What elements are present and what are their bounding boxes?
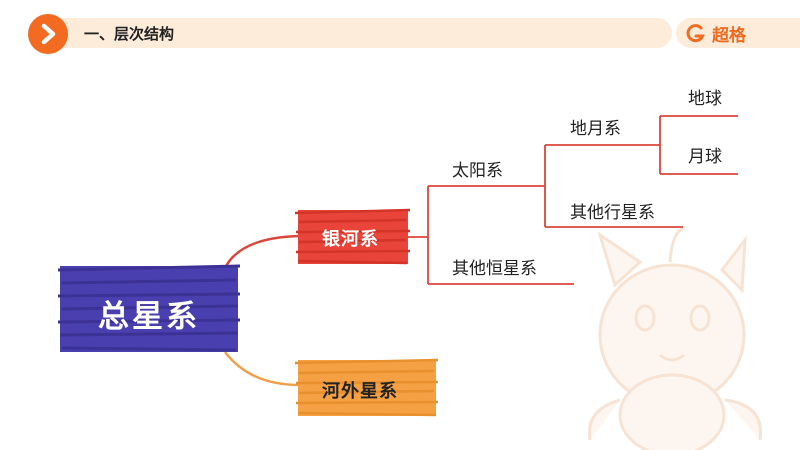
- brand-name: 超格: [712, 26, 746, 46]
- connector-root-milkyway: [223, 234, 299, 269]
- connector-root-extragalactic: [224, 351, 301, 387]
- page-title: 一、层次结构: [84, 25, 175, 43]
- chevron-right-icon: [41, 23, 56, 45]
- brand-logo-icon: [686, 24, 705, 43]
- milkyway-node-label: 银河系: [322, 229, 379, 250]
- root-node-box: [57, 264, 241, 352]
- milkyway-node-box: [294, 208, 411, 265]
- header-bar: [30, 18, 672, 48]
- brand-bar: [676, 18, 800, 48]
- earth-label: 地球: [688, 89, 722, 109]
- header-badge: [28, 14, 68, 54]
- other-stars-label: 其他恒星系: [452, 259, 537, 279]
- extragalactic-node-label: 河外星系: [322, 381, 398, 402]
- extragalactic-node-box: [294, 358, 439, 417]
- solar-system-label: 太阳系: [452, 161, 503, 181]
- root-node-label: 总星系: [98, 299, 200, 335]
- moon-label: 月球: [688, 147, 722, 167]
- other-planets-label: 其他行星系: [570, 203, 655, 223]
- earth-moon-label: 地月系: [570, 119, 621, 139]
